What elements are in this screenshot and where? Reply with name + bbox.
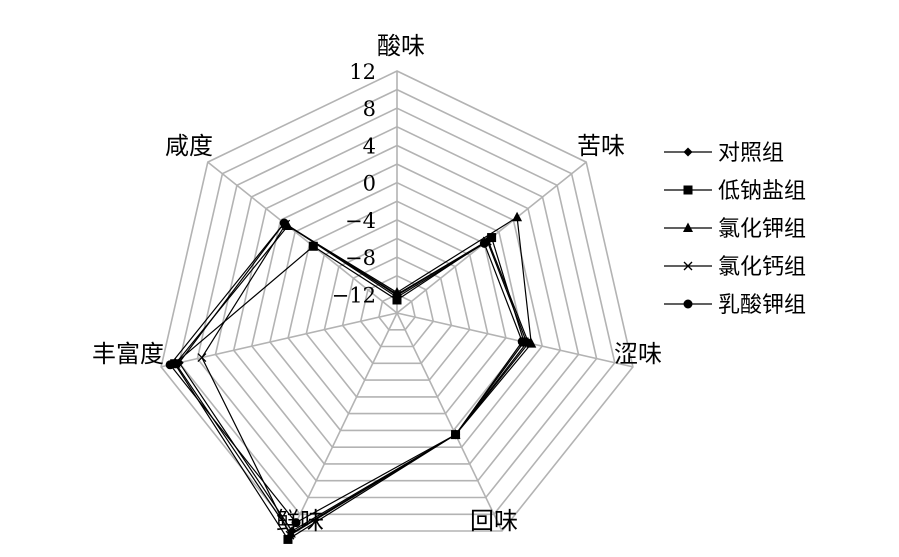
- data-point: [279, 218, 289, 228]
- series-line: [178, 222, 530, 532]
- axis-spoke: [160, 312, 398, 368]
- grid-ring: [359, 274, 435, 348]
- data-point: [451, 430, 461, 440]
- axis-spoke: [396, 312, 634, 368]
- tick-label: 4: [363, 134, 376, 158]
- legend-label: 乳酸钾组: [718, 293, 806, 318]
- axis-spoke: [207, 161, 398, 314]
- grid-ring: [178, 88, 616, 516]
- grid-ring: [341, 256, 453, 365]
- series-line: [201, 223, 528, 537]
- data-point: [283, 534, 293, 544]
- data-point: [291, 518, 301, 528]
- grid-ring: [196, 107, 598, 499]
- legend-item: 对照组: [664, 141, 784, 166]
- legend-marker: [683, 261, 693, 271]
- axis-label: 丰富度: [92, 340, 164, 368]
- tick-label: 12: [349, 60, 376, 84]
- series-circle: [165, 218, 527, 528]
- data-point: [285, 528, 296, 538]
- legend-marker: [683, 299, 693, 309]
- series-line: [173, 236, 525, 541]
- data-point: [392, 292, 402, 302]
- tick-label: −12: [332, 283, 376, 307]
- legend-marker: [683, 147, 693, 157]
- data-point: [197, 353, 207, 362]
- data-point: [512, 211, 523, 222]
- legend-item: 氯化钾组: [664, 217, 806, 242]
- axis-label: 咸度: [165, 132, 213, 160]
- grid-ring: [287, 200, 507, 415]
- radar-spokes: [160, 71, 634, 532]
- data-point: [479, 238, 489, 248]
- grid-ring: [378, 293, 416, 331]
- tick-label: 0: [363, 172, 376, 196]
- axis-label: 苦味: [577, 132, 625, 160]
- axis-label: 涩味: [614, 340, 662, 368]
- legend-item: 乳酸钾组: [664, 293, 806, 318]
- legend-label: 低钠盐组: [718, 179, 806, 204]
- data-point: [165, 360, 175, 370]
- legend-label: 氯化钾组: [718, 217, 806, 242]
- series-line: [169, 222, 523, 524]
- axis-label: 回味: [470, 507, 518, 535]
- grid-ring: [305, 219, 489, 398]
- tick-label: −4: [345, 209, 376, 233]
- data-series: [165, 211, 537, 544]
- data-point: [517, 337, 527, 347]
- legend-marker: [683, 222, 693, 232]
- legend-label: 对照组: [718, 141, 784, 166]
- legend-item: 低钠盐组: [664, 179, 806, 204]
- radar-grid: [160, 70, 634, 532]
- axis-spoke: [291, 312, 398, 532]
- grid-ring: [323, 237, 471, 381]
- tick-label: 8: [363, 97, 376, 121]
- data-point: [285, 530, 295, 540]
- legend-marker: [683, 185, 693, 195]
- grid-ring: [214, 125, 580, 482]
- legend-label: 氯化钙组: [718, 255, 806, 280]
- grid-ring: [160, 70, 634, 532]
- data-point: [308, 241, 318, 251]
- grid-ring: [269, 181, 525, 432]
- legend-item: 氯化钙组: [664, 255, 806, 280]
- axis-label: 酸味: [377, 32, 425, 60]
- grid-ring: [232, 144, 562, 465]
- axis-spoke: [396, 312, 503, 532]
